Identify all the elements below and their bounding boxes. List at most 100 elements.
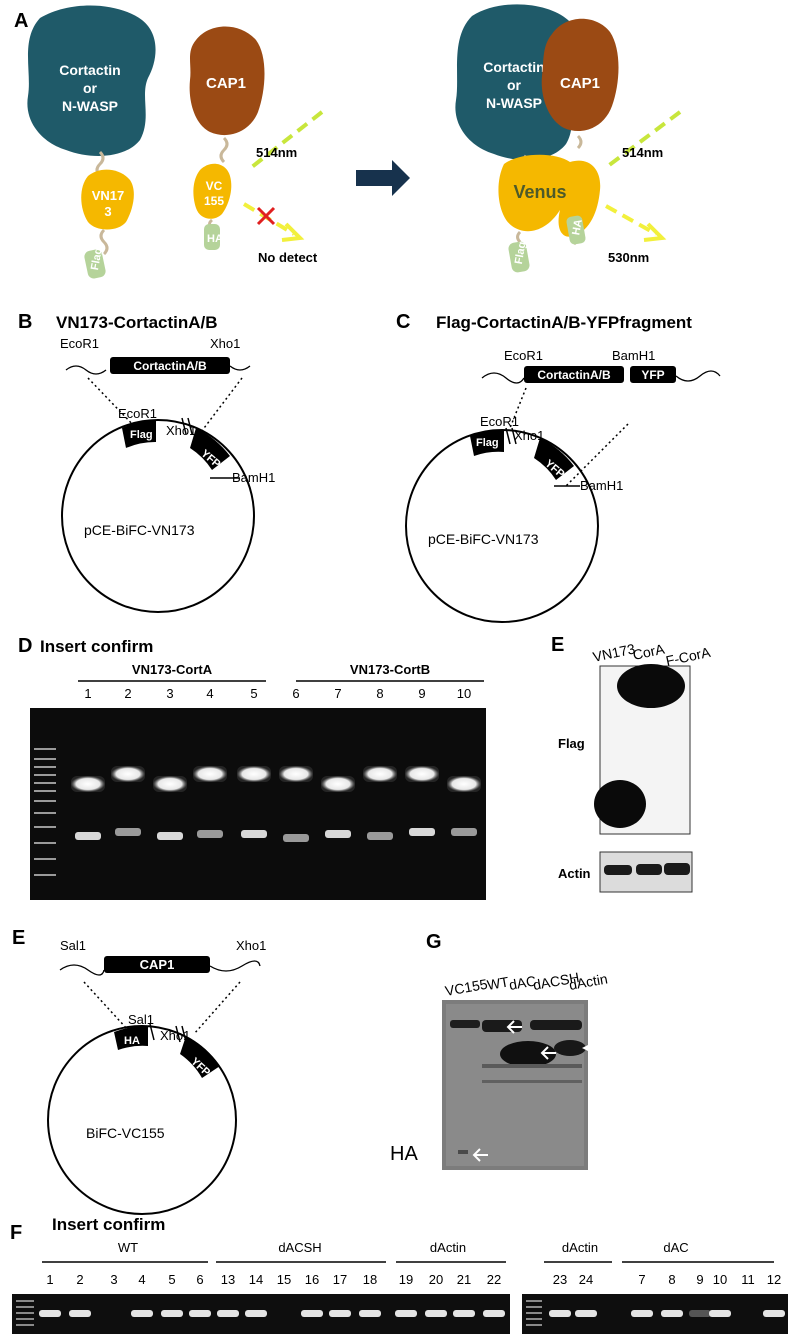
panel-d-lane-3: 3: [166, 686, 173, 701]
panel-e-actin-band-1: [604, 865, 632, 875]
cap1-label-right: CAP1: [560, 75, 600, 92]
panel-e-xho1: Xho1: [160, 1028, 190, 1043]
panel-e-plasmid-name: BiFC-VC155: [86, 1125, 165, 1141]
panel-b-plasmid-name: pCE-BiFC-VN173: [84, 522, 195, 538]
vn173-label-1: VN17: [92, 188, 125, 203]
flag-tag-right: [508, 241, 530, 273]
panel-b-label: B: [18, 311, 32, 333]
cortactin-label-right-3: N-WASP: [486, 95, 542, 111]
panel-d-band-bottom: [197, 830, 223, 838]
panel-g-lane-1: VC155: [444, 976, 489, 999]
panel-b-guide-right: [197, 377, 243, 437]
venus-label: Venus: [513, 182, 566, 202]
panel-e-site-tick-3: [181, 1025, 187, 1043]
panel-e-yfp-segment: [180, 1036, 220, 1078]
panel-f-lane-19: 19: [399, 1272, 413, 1287]
panel-c-bamh1: BamH1: [580, 478, 623, 493]
panel-d-ladder-band: [34, 842, 56, 844]
panel-c-yfp-insert-label: YFP: [641, 368, 664, 382]
panel-d-band-top: [71, 776, 105, 792]
panel-e-band-vn173: [594, 780, 646, 828]
panel-e-blot: E VN173 CorA F-CorA Flag Actin: [551, 634, 712, 893]
panel-e-guide-left: [83, 981, 129, 1031]
panel-b-insert-box: [110, 357, 230, 374]
panel-d-band-bottom: [283, 834, 309, 842]
panel-d-title: Insert confirm: [40, 637, 153, 656]
panel-c-flag-label: Flag: [476, 437, 499, 449]
panel-d-lane-10: 10: [457, 686, 471, 701]
panel-e-lane-2: CorA: [631, 641, 666, 663]
cortactin-label-left-1: Cortactin: [59, 62, 120, 78]
panel-c: C Flag-CortactinA/B-YFPfragment EcoR1 Ba…: [396, 311, 721, 623]
panel-f-label: F: [10, 1222, 22, 1244]
panel-f-ladder-band: [16, 1306, 34, 1308]
panel-c-xho1: Xho1: [514, 428, 544, 443]
excitation-left-label: 514nm: [256, 145, 297, 160]
panel-g-label: G: [426, 931, 442, 953]
panel-d-band-top: [363, 766, 397, 782]
panel-g-lane-2: WT: [486, 973, 511, 993]
panel-g-arrow-3-icon: [472, 1148, 488, 1162]
panel-g-band-low: [458, 1150, 468, 1154]
panel-d-group1: VN173-CortA: [132, 662, 213, 677]
panel-d-ladder-band: [34, 800, 56, 802]
panel-f-band: [189, 1310, 211, 1317]
panel-g-arrow-2-icon: [540, 1046, 556, 1060]
emission-right-arrowhead: [643, 222, 667, 242]
panel-f-band: [483, 1310, 505, 1317]
vn173-blob: [81, 169, 134, 230]
panel-c-flag-segment: [470, 429, 504, 456]
panel-d-band-top: [447, 776, 481, 792]
panel-f-ladder-band: [526, 1300, 542, 1302]
panel-e-actin-band-3: [664, 863, 690, 875]
cortactin-label-left-3: N-WASP: [62, 98, 118, 114]
panel-f-lane-11: 11: [741, 1272, 755, 1287]
emission-right: [605, 204, 657, 236]
panel-d-lane-8: 8: [376, 686, 383, 701]
ha-tag-left: [204, 224, 220, 250]
emission-left-arrowhead: [281, 222, 305, 242]
panel-e-insert-wave-right: [209, 960, 261, 972]
cortactin-label-right-2: or: [507, 77, 522, 93]
panel-d-band-bottom: [409, 828, 435, 836]
panel-c-plasmid-name: pCE-BiFC-VN173: [428, 531, 539, 547]
panel-c-yfp-box: [630, 366, 676, 383]
panel-f-band: [763, 1310, 785, 1317]
panel-f-band: [329, 1310, 351, 1317]
panel-f-lane-2: 2: [76, 1272, 83, 1287]
panel-f-lane-6: 6: [196, 1272, 203, 1287]
panel-d-band-top: [279, 766, 313, 782]
panel-c-site-right: BamH1: [612, 348, 655, 363]
panel-d-band-top: [111, 766, 145, 782]
cap1-label-left: CAP1: [206, 75, 246, 92]
panel-e-guide-right: [193, 981, 241, 1035]
laser-beam-right: [606, 110, 682, 168]
panel-d-band-bottom: [115, 828, 141, 836]
cortactin-blob-left: [27, 5, 156, 156]
panel-c-guide-right: [565, 423, 629, 487]
panel-e-band-cora: [617, 664, 685, 708]
cortactin-label-left-2: or: [83, 80, 98, 96]
panel-f-ladder: [16, 1300, 542, 1326]
panel-d-band-bottom: [157, 832, 183, 840]
panel-f-lane-15: 15: [277, 1272, 291, 1287]
panel-d-ladder-band: [34, 758, 56, 760]
panel-f-band: [575, 1310, 597, 1317]
panel-d-lane-5: 5: [250, 686, 257, 701]
panel-b-bamh1: BamH1: [232, 470, 275, 485]
panel-f-group-dactin2: dActin: [562, 1240, 598, 1255]
panel-d-gel: [30, 708, 486, 900]
panel-f-lane-1: 1: [46, 1272, 53, 1287]
panel-f-band: [217, 1310, 239, 1317]
panel-b-insert-wave-right: [229, 365, 251, 371]
panel-d-ladder-band: [34, 874, 56, 876]
panel-e-sal1: Sal1: [128, 1012, 154, 1027]
panel-c-insert-wave-right: [675, 370, 721, 382]
panel-b-site-tick-2: [187, 417, 193, 435]
panel-f-lane-17: 17: [333, 1272, 347, 1287]
panel-f-band: [425, 1310, 447, 1317]
panel-g-arrow-1-icon: [506, 1020, 522, 1034]
panel-f-band: [631, 1310, 653, 1317]
